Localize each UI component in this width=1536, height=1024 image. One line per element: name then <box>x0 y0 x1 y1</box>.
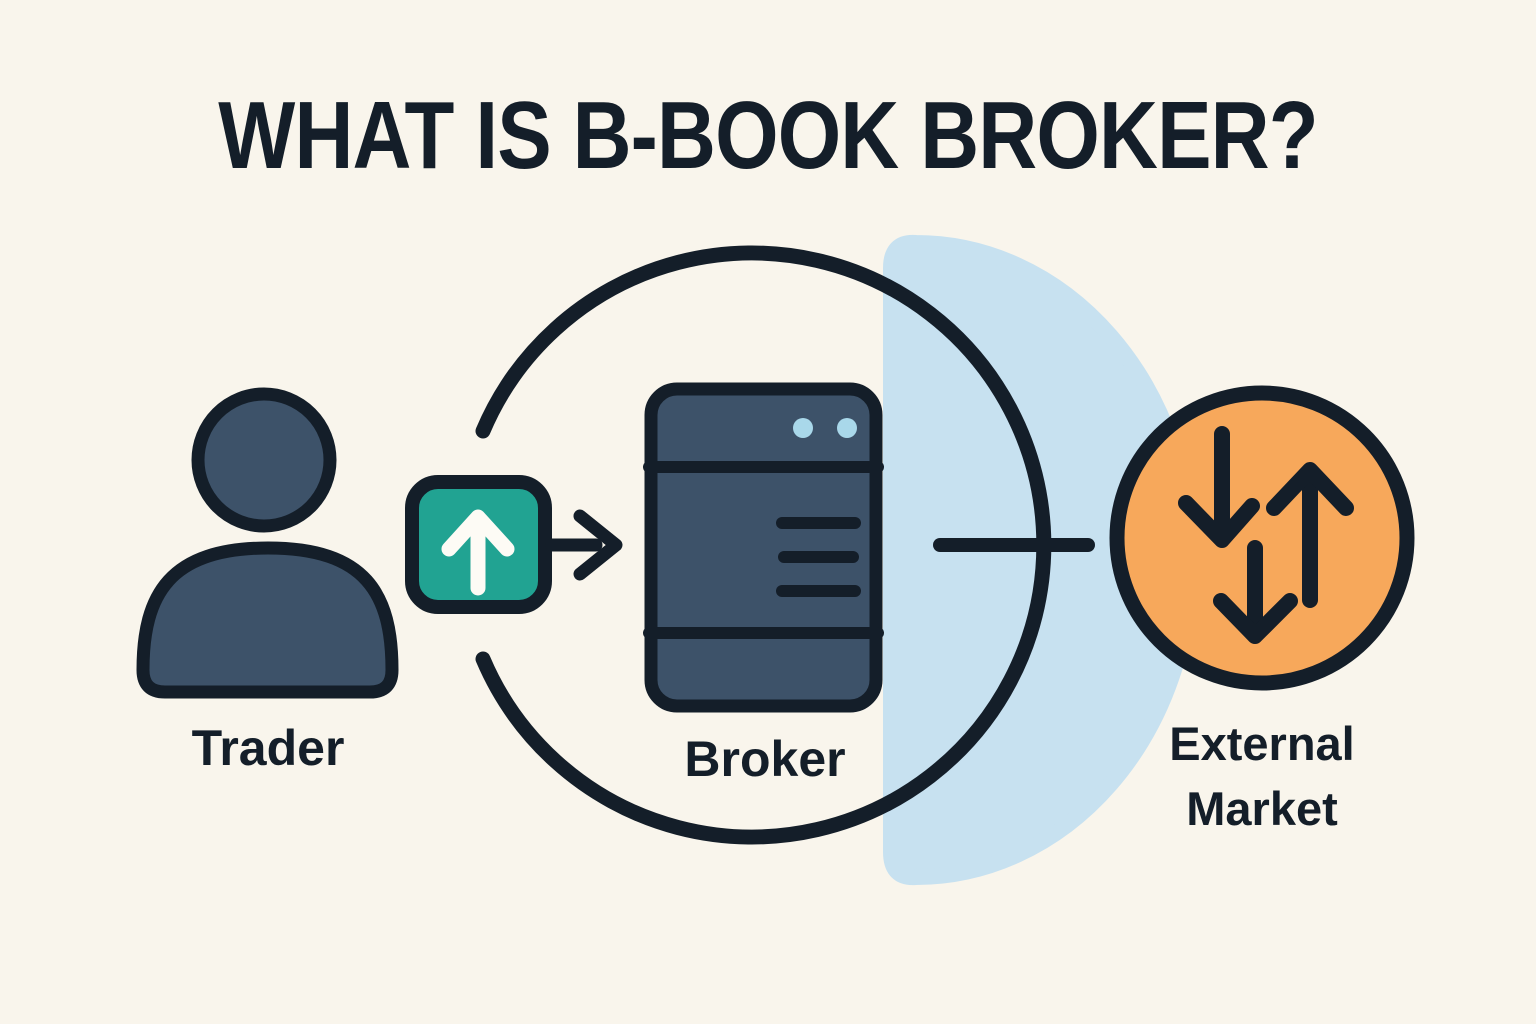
broker-label: Broker <box>684 731 846 787</box>
external-market-label: External Market <box>1087 712 1437 842</box>
trader-label: Trader <box>191 720 345 776</box>
up-down-price-arrows-icon <box>1178 426 1354 644</box>
external-market-label-line2: Market <box>1186 781 1338 835</box>
page-title: WHAT IS B-BOOK BROKER? <box>218 82 1318 189</box>
broker-server-icon <box>643 382 884 713</box>
external-market-icon <box>1109 385 1415 691</box>
buy-order-up-arrow-icon <box>405 475 552 614</box>
external-market-label-line1: External <box>1169 717 1355 770</box>
trader-person-icon <box>136 387 399 699</box>
server-led-dot <box>793 418 813 438</box>
server-led-dot <box>837 418 857 438</box>
arrow-right-icon <box>545 509 623 581</box>
